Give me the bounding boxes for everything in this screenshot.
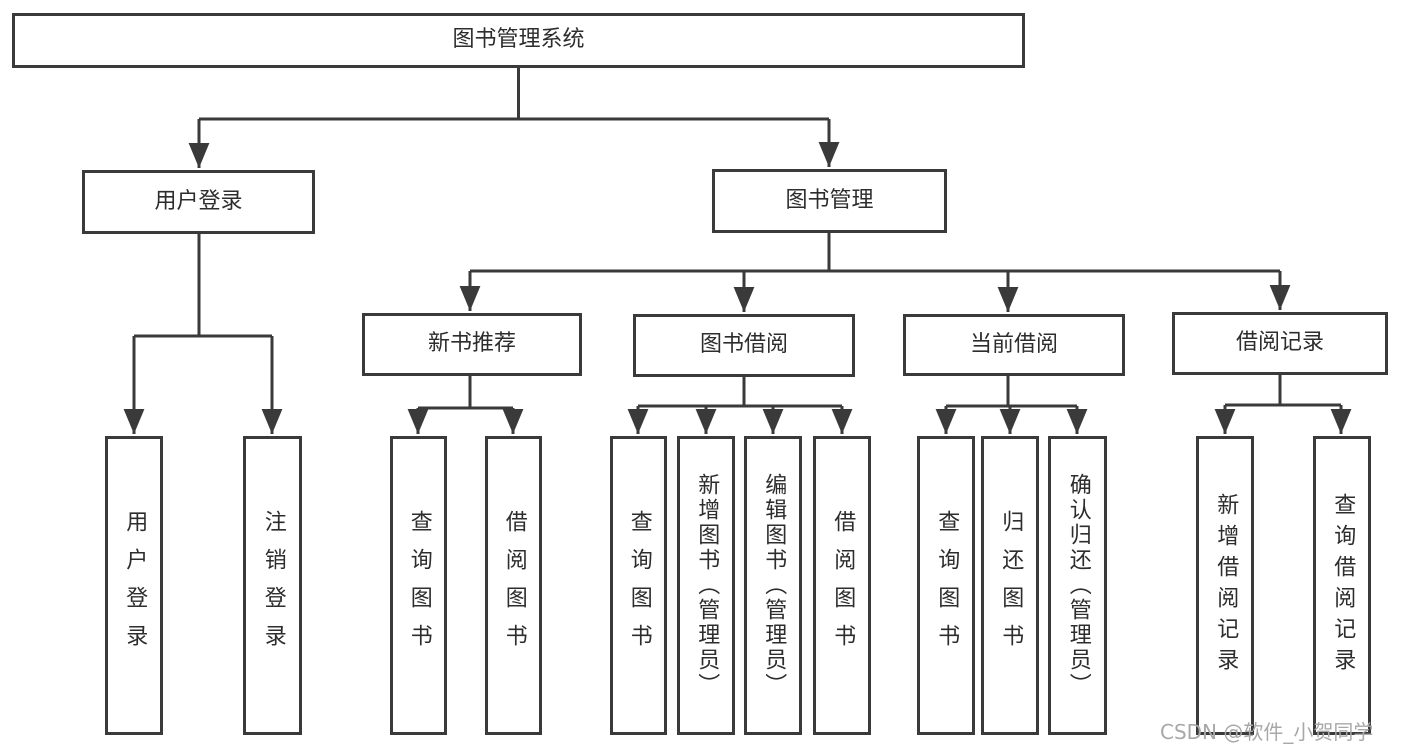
leaf-query-books-3-label: 查询图书 [934, 509, 960, 662]
node-book-mgmt-label: 图书管理 [785, 187, 874, 213]
node-current-borrow: 当前借阅 [903, 314, 1125, 376]
leaf-borrow-books-1-label: 借阅图书 [501, 509, 527, 662]
node-new-book-rec-label: 新书推荐 [427, 331, 516, 357]
leaf-add-books-label: 新增图书（管理员） [694, 473, 720, 698]
leaf-query-borrow-record: 查询借阅记录 [1313, 436, 1371, 735]
node-book-borrow: 图书借阅 [633, 314, 855, 377]
leaf-query-books-1: 查询图书 [390, 436, 447, 735]
node-user-login: 用户登录 [82, 170, 315, 234]
leaf-add-books: 新增图书（管理员） [677, 436, 735, 735]
leaf-query-books-2: 查询图书 [610, 436, 667, 735]
leaf-add-borrow-record: 新增借阅记录 [1196, 436, 1254, 735]
node-current-borrow-label: 当前借阅 [969, 331, 1058, 357]
leaf-add-borrow-record-label: 新增借阅记录 [1213, 492, 1239, 679]
leaf-logout-label: 注销登录 [260, 509, 286, 662]
leaf-query-books-1-label: 查询图书 [406, 509, 432, 662]
leaf-user-login: 用户登录 [105, 436, 163, 735]
leaf-borrow-books-2: 借阅图书 [813, 436, 871, 735]
leaf-edit-books: 编辑图书（管理员） [744, 436, 802, 735]
leaf-query-books-3: 查询图书 [917, 436, 975, 735]
node-new-book-rec: 新书推荐 [362, 313, 582, 376]
node-book-mgmt: 图书管理 [712, 169, 947, 233]
leaf-return-books-label: 归还图书 [998, 509, 1024, 662]
node-borrow-records-label: 借阅记录 [1235, 330, 1324, 356]
leaf-borrow-books-1: 借阅图书 [485, 436, 542, 735]
leaf-edit-books-label: 编辑图书（管理员） [761, 473, 787, 698]
node-borrow-records: 借阅记录 [1172, 312, 1388, 375]
node-root: 图书管理系统 [12, 13, 1025, 68]
leaf-confirm-return-label: 确认归还（管理员） [1065, 473, 1091, 698]
leaf-confirm-return: 确认归还（管理员） [1048, 436, 1107, 735]
leaf-query-borrow-record-label: 查询借阅记录 [1330, 492, 1356, 679]
leaf-logout: 注销登录 [243, 436, 302, 735]
node-user-login-label: 用户登录 [154, 188, 243, 214]
node-book-borrow-label: 图书借阅 [699, 332, 788, 358]
csdn-watermark: CSDN @软件_小贺同学 [1160, 720, 1374, 744]
leaf-user-login-label: 用户登录 [122, 509, 148, 662]
node-root-label: 图书管理系统 [452, 27, 585, 53]
leaf-borrow-books-2-label: 借阅图书 [830, 509, 856, 662]
leaf-query-books-2-label: 查询图书 [626, 509, 652, 662]
leaf-return-books: 归还图书 [981, 436, 1039, 735]
